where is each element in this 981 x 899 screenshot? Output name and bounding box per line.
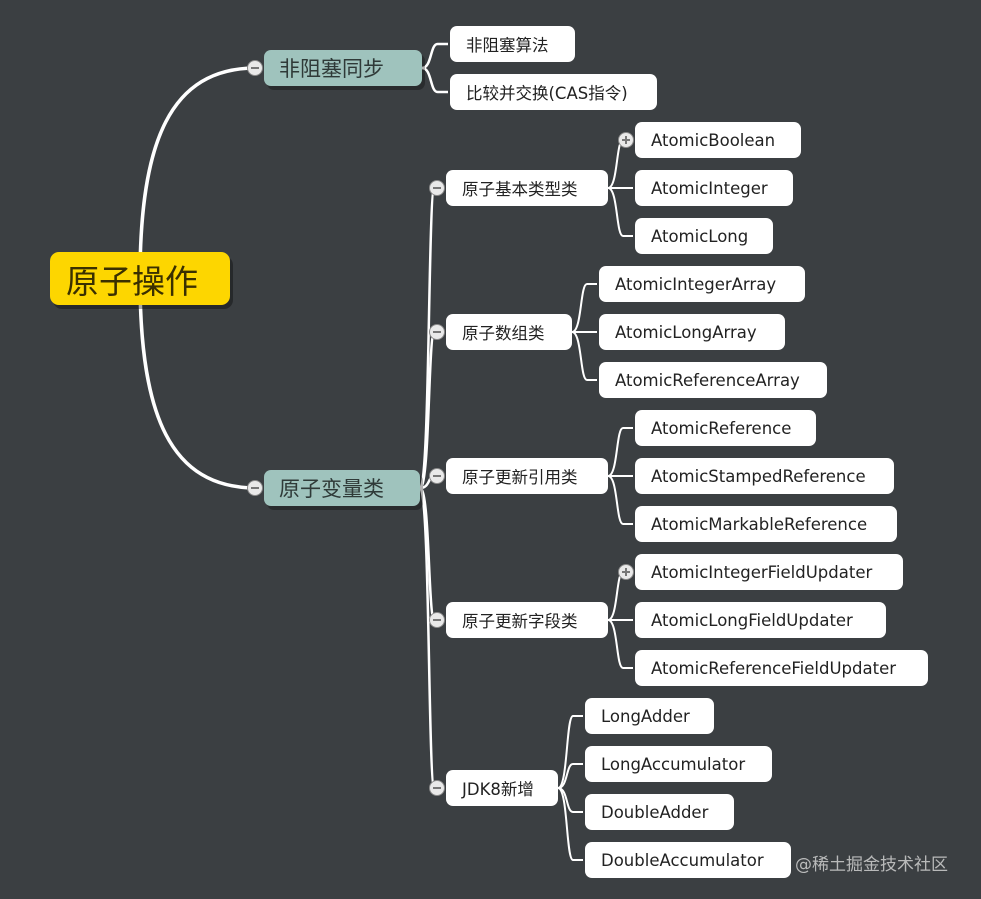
topic-leaf[interactable]: AtomicLongArray [599,314,785,350]
connector-line [607,619,633,669]
topic-atomic-variables[interactable]: 原子变量类 [264,470,420,506]
connector-line [138,66,257,279]
topic-leaf[interactable]: AtomicReference [635,410,816,446]
connector-line [418,486,444,790]
topic-leaf[interactable]: AtomicLongFieldUpdater [635,602,886,638]
topic-nonblocking-sync[interactable]: 非阻塞同步 [264,50,422,86]
topic-leaf[interactable]: LongAccumulator [585,746,772,782]
topic-leaf[interactable]: DoubleAccumulator [585,842,791,878]
topic-leaf[interactable]: AtomicMarkableReference [635,506,897,542]
topic-leaf[interactable]: AtomicReferenceFieldUpdater [635,650,928,686]
connector-line [421,42,448,70]
connector-line [571,283,597,333]
collapse-toggle-icon[interactable] [429,612,445,628]
topic-jdk8-additions[interactable]: JDK8新增 [446,770,558,806]
topic-leaf[interactable]: AtomicIntegerArray [599,266,805,302]
connector-line [421,66,448,94]
collapse-toggle-icon[interactable] [429,324,445,340]
collapse-toggle-icon[interactable] [247,480,263,496]
topic-leaf[interactable]: DoubleAdder [585,794,734,830]
connector-line [557,787,583,861]
topic-leaf[interactable]: AtomicStampedReference [635,458,894,494]
collapse-toggle-icon[interactable] [429,180,445,196]
topic-nonblocking-algorithm[interactable]: 非阻塞算法 [450,26,575,62]
topic-leaf[interactable]: AtomicLong [635,218,773,254]
topic-field-updaters[interactable]: 原子更新字段类 [446,602,608,638]
topic-references[interactable]: 原子更新引用类 [446,458,608,494]
expand-toggle-icon[interactable] [618,132,634,148]
connector-line [138,278,257,490]
topic-leaf[interactable]: AtomicInteger [635,170,793,206]
topic-arrays[interactable]: 原子数组类 [446,314,572,350]
topic-leaf[interactable]: AtomicBoolean [635,122,801,158]
connector-line [557,763,583,789]
collapse-toggle-icon[interactable] [247,60,263,76]
topic-leaf[interactable]: AtomicReferenceArray [599,362,827,398]
topic-leaf[interactable]: LongAdder [585,698,714,734]
connector-line [607,187,633,237]
watermark: @稀土掘金技术社区 [795,855,948,875]
connector-line [571,331,597,381]
topic-cas[interactable]: 比较并交换(CAS指令) [450,74,657,110]
connector-line [557,715,583,789]
collapse-toggle-icon[interactable] [429,780,445,796]
topic-leaf[interactable]: AtomicIntegerFieldUpdater [635,554,903,590]
connector-line [607,475,633,525]
expand-toggle-icon[interactable] [618,564,634,580]
connector-line [607,427,633,477]
topic-basic-types[interactable]: 原子基本类型类 [446,170,608,206]
collapse-toggle-icon[interactable] [429,468,445,484]
root-topic[interactable]: 原子操作 [50,252,230,305]
